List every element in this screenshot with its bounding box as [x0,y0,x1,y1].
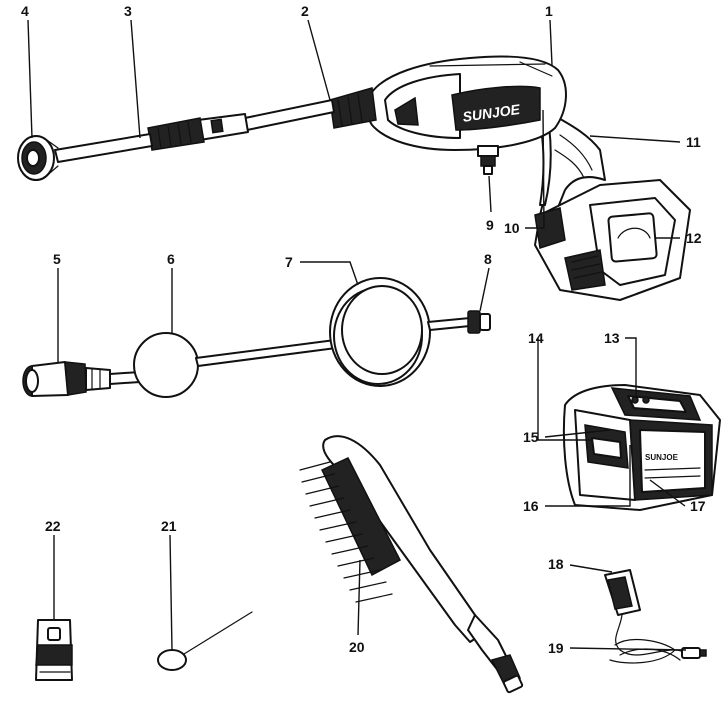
callout-13: 13 [604,330,620,346]
callout-21: 21 [161,518,177,534]
battery-pack: SUNJOE [562,384,721,511]
callout-9: 9 [486,217,494,233]
adapter [35,619,73,681]
callout-labels: 1 2 3 4 5 6 7 8 9 10 11 12 13 14 15 16 1… [21,3,706,656]
battery-installed [534,179,691,301]
callout-2: 2 [301,3,309,19]
brush [299,435,524,694]
callout-12: 12 [686,230,702,246]
callout-4: 4 [21,3,29,19]
callout-22: 22 [45,518,61,534]
callout-17: 17 [690,498,706,514]
cleaning-needle [157,611,253,671]
brush-bristles [299,461,393,603]
callout-1: 1 [545,3,553,19]
spray-wand [17,87,377,181]
battery-brand-logo: SUNJOE [645,453,679,462]
callout-20: 20 [349,639,365,655]
callout-16: 16 [523,498,539,514]
leader-lines [27,19,687,651]
callout-7: 7 [285,254,293,270]
callout-10: 10 [504,220,520,236]
callout-11: 11 [686,134,701,150]
callout-8: 8 [484,251,492,267]
hose-assembly [22,277,491,398]
callout-3: 3 [124,3,132,19]
callout-6: 6 [167,251,175,267]
callout-14: 14 [528,330,544,346]
callout-15: 15 [523,429,539,445]
callout-19: 19 [548,640,564,656]
callout-18: 18 [548,556,564,572]
callout-5: 5 [53,251,61,267]
spray-gun-body: SUNJOE [365,55,606,216]
